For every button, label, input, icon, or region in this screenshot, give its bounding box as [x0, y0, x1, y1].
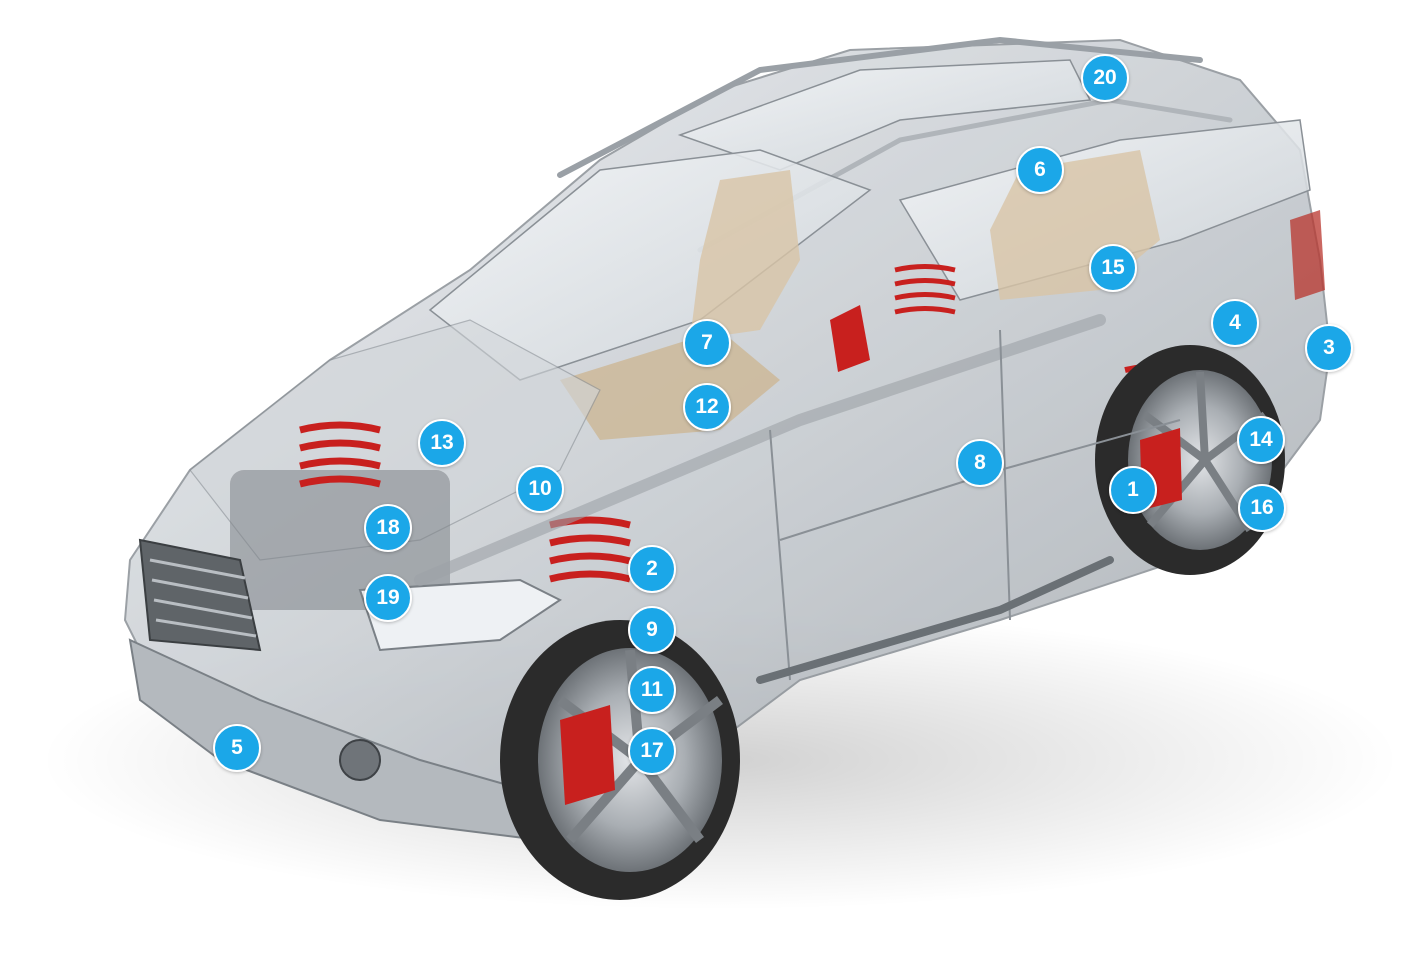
grille-slats: [149, 558, 257, 638]
marker-3[interactable]: 3: [1305, 324, 1353, 372]
front-brake-caliper: [560, 705, 615, 805]
marker-16[interactable]: 16: [1238, 484, 1286, 532]
marker-8[interactable]: 8: [956, 439, 1004, 487]
marker-20[interactable]: 20: [1081, 54, 1129, 102]
interior-brake-caliper: [830, 305, 870, 372]
marker-13[interactable]: 13: [418, 419, 466, 467]
front-seat: [690, 170, 800, 340]
front-spring-left: [299, 421, 381, 488]
marker-12[interactable]: 12: [683, 383, 731, 431]
side-sill: [756, 556, 1114, 684]
marker-1[interactable]: 1: [1109, 466, 1157, 514]
marker-18[interactable]: 18: [364, 504, 412, 552]
front-spring-right: [549, 516, 631, 583]
roof-rail: [557, 36, 1203, 178]
marker-14[interactable]: 14: [1237, 416, 1285, 464]
marker-10[interactable]: 10: [516, 465, 564, 513]
marker-15[interactable]: 15: [1089, 244, 1137, 292]
tail-light: [1290, 210, 1325, 300]
marker-11[interactable]: 11: [628, 666, 676, 714]
rear-spring-inner: [894, 264, 956, 315]
marker-4[interactable]: 4: [1211, 299, 1259, 347]
marker-9[interactable]: 9: [628, 606, 676, 654]
front-wheel: [500, 620, 740, 900]
fog-light: [339, 739, 381, 781]
marker-19[interactable]: 19: [364, 574, 412, 622]
marker-5[interactable]: 5: [213, 724, 261, 772]
marker-6[interactable]: 6: [1016, 146, 1064, 194]
rear-wheel: [1095, 345, 1285, 575]
marker-7[interactable]: 7: [683, 319, 731, 367]
marker-17[interactable]: 17: [628, 727, 676, 775]
marker-2[interactable]: 2: [628, 545, 676, 593]
